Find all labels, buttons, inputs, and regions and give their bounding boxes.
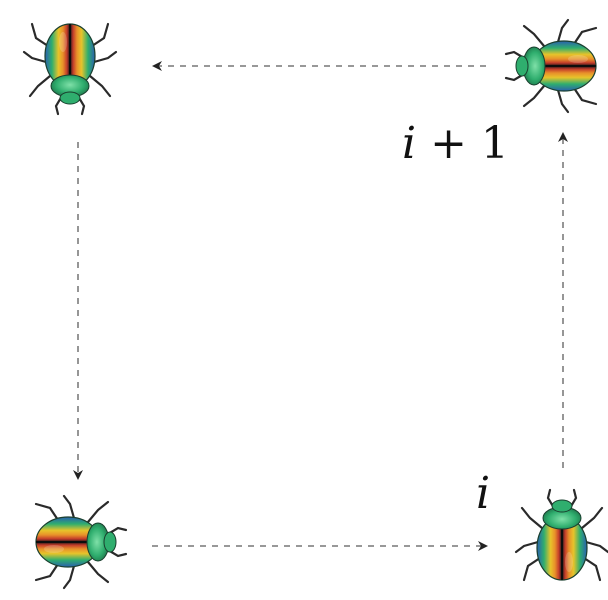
node-bottom-right [514,488,608,582]
node-top-left [22,22,118,116]
label-i-plus-1: i + 1 [402,122,509,166]
beetle-icon [34,494,128,590]
beetle-icon [22,22,118,116]
label-i-plus-1-rest: + 1 [416,118,509,169]
beetle-icon [514,488,608,582]
label-i: i [476,472,490,516]
beetle-icon [504,18,598,114]
label-i-var: i [476,468,491,519]
node-top-right [504,18,598,114]
node-bottom-left [34,494,128,590]
label-i-plus-1-var: i [402,118,417,169]
